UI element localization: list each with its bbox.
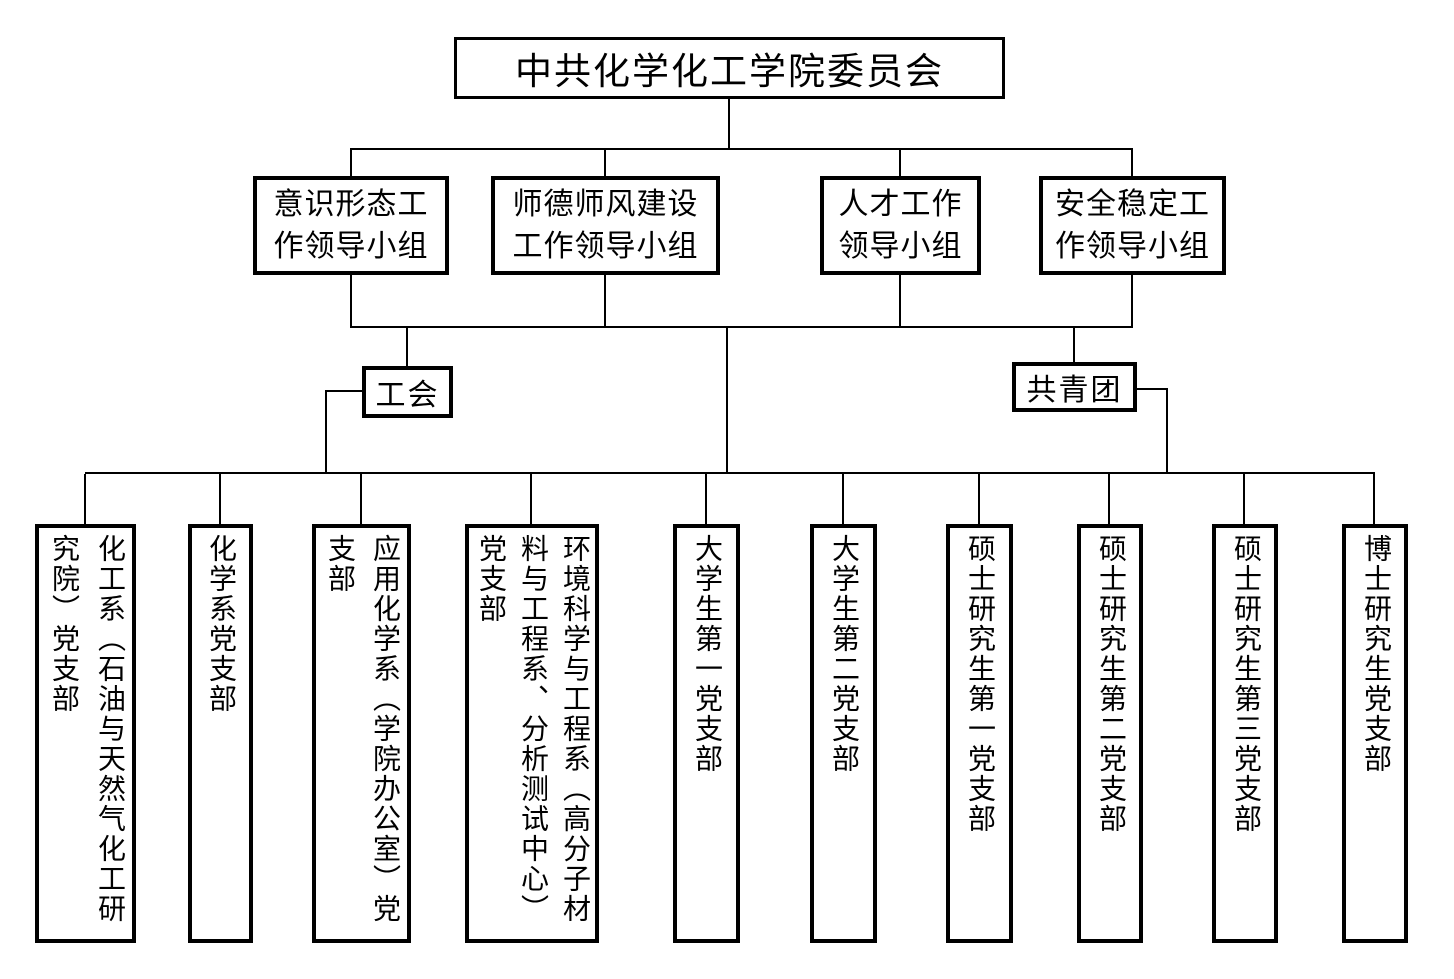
connector-drop-branch-9 (1243, 474, 1245, 524)
branch-label: 化工系（石油与天然气化工研 究院）党支部 (48, 534, 125, 924)
connector-drop-branch-4 (530, 474, 532, 524)
branch-label: 应用化学系（学院办公室）党 支部 (324, 534, 400, 924)
branch-label: 化学系党支部 (205, 534, 236, 714)
branch-label: 环境科学与工程系（高分子材 料与工程系、分析测试中心） 党支部 (475, 534, 590, 924)
branch-box-masters-2: 硕士研究生第二党支部 (1077, 524, 1143, 943)
youth-league-box: 共青团 (1012, 362, 1137, 412)
connector-riser-group-3 (899, 275, 901, 326)
youth-league-label: 共青团 (1026, 374, 1123, 407)
connector-drop-branch-1 (84, 474, 86, 524)
branch-box-undergrad-1: 大学生第一党支部 (673, 524, 740, 943)
connector-drop-group-3 (899, 150, 901, 176)
labor-union-box: 工会 (362, 366, 453, 418)
connector-riser-group-1 (350, 275, 352, 326)
connector-bus-2 (350, 326, 1133, 328)
connector-drop-branch-2 (219, 474, 221, 524)
branch-box-masters-3: 硕士研究生第三党支部 (1212, 524, 1278, 943)
branch-label: 博士研究生党支部 (1360, 534, 1391, 774)
connector-drop-branch-5 (705, 474, 707, 524)
leading-group-label: 师德师风建设 工作领导小组 (512, 187, 699, 263)
root-committee-label: 中共化学化工学院委员会 (515, 52, 944, 93)
branch-box-doctoral: 博士研究生党支部 (1342, 524, 1408, 943)
connector-youth-riser (1166, 388, 1168, 474)
connector-drop-union (406, 328, 408, 366)
branch-label: 大学生第一党支部 (691, 534, 722, 774)
branch-box-environmental-science: 环境科学与工程系（高分子材 料与工程系、分析测试中心） 党支部 (465, 524, 599, 943)
connector-union-riser (325, 390, 327, 474)
connector-bus-3 (85, 472, 1375, 474)
branch-label: 硕士研究生第三党支部 (1230, 534, 1261, 834)
connector-mid-riser (726, 328, 728, 474)
branch-label: 硕士研究生第二党支部 (1095, 534, 1126, 834)
leading-group-label: 安全稳定工 作领导小组 (1055, 187, 1210, 263)
branch-label: 大学生第二党支部 (828, 534, 859, 774)
connector-youth-stub (1137, 388, 1168, 390)
leading-group-label: 人才工作 领导小组 (838, 187, 963, 263)
leading-group-box-talent: 人才工作 领导小组 (820, 176, 981, 275)
branch-box-chemistry: 化学系党支部 (188, 524, 253, 943)
connector-drop-group-1 (350, 150, 352, 176)
connector-root-riser (728, 99, 730, 150)
connector-drop-branch-10 (1373, 474, 1375, 524)
leading-group-box-ideology: 意识形态工 作领导小组 (253, 176, 449, 275)
connector-union-stub (325, 390, 362, 392)
connector-drop-group-2 (604, 150, 606, 176)
root-committee-box: 中共化学化工学院委员会 (454, 37, 1005, 99)
branch-box-masters-1: 硕士研究生第一党支部 (946, 524, 1013, 943)
leading-group-box-safety: 安全稳定工 作领导小组 (1039, 176, 1226, 275)
leading-group-label: 意识形态工 作领导小组 (273, 187, 429, 263)
branch-box-applied-chemistry: 应用化学系（学院办公室）党 支部 (312, 524, 411, 943)
connector-riser-group-4 (1131, 275, 1133, 326)
connector-drop-branch-8 (1108, 474, 1110, 524)
branch-box-chemical-engineering: 化工系（石油与天然气化工研 究院）党支部 (35, 524, 136, 943)
connector-drop-branch-3 (360, 474, 362, 524)
connector-riser-group-2 (604, 275, 606, 326)
connector-drop-branch-6 (842, 474, 844, 524)
connector-drop-youth (1073, 328, 1075, 362)
branch-box-undergrad-2: 大学生第二党支部 (810, 524, 877, 943)
branch-label: 硕士研究生第一党支部 (964, 534, 995, 834)
labor-union-label: 工会 (375, 379, 440, 412)
connector-drop-group-4 (1131, 150, 1133, 176)
leading-group-box-teacher-ethics: 师德师风建设 工作领导小组 (491, 176, 720, 275)
connector-drop-branch-7 (978, 474, 980, 524)
connector-bus-1 (350, 148, 1133, 150)
